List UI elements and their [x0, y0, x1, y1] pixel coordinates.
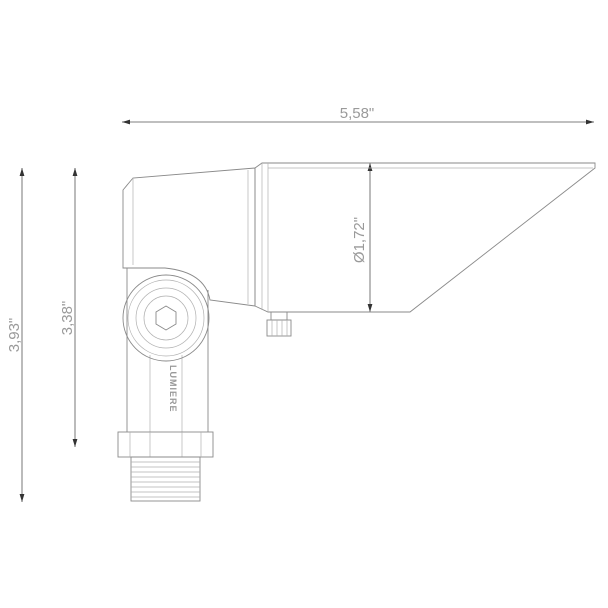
length-label: 5,58"	[340, 105, 375, 122]
knuckle-joint	[122, 274, 210, 362]
hex-nut	[117, 431, 214, 458]
brand-emboss: LUMIERE	[168, 365, 178, 413]
rear-cap	[122, 167, 256, 307]
stem: LUMIERE	[126, 268, 209, 432]
threaded-fitting	[130, 456, 201, 502]
diameter-label: Ø1,72"	[351, 217, 368, 263]
body-height-label: 3,38"	[59, 301, 76, 336]
overall-height-label: 3,93"	[6, 318, 23, 353]
hex-socket-icon	[155, 305, 177, 331]
set-screw	[266, 311, 292, 337]
shroud	[254, 162, 596, 313]
